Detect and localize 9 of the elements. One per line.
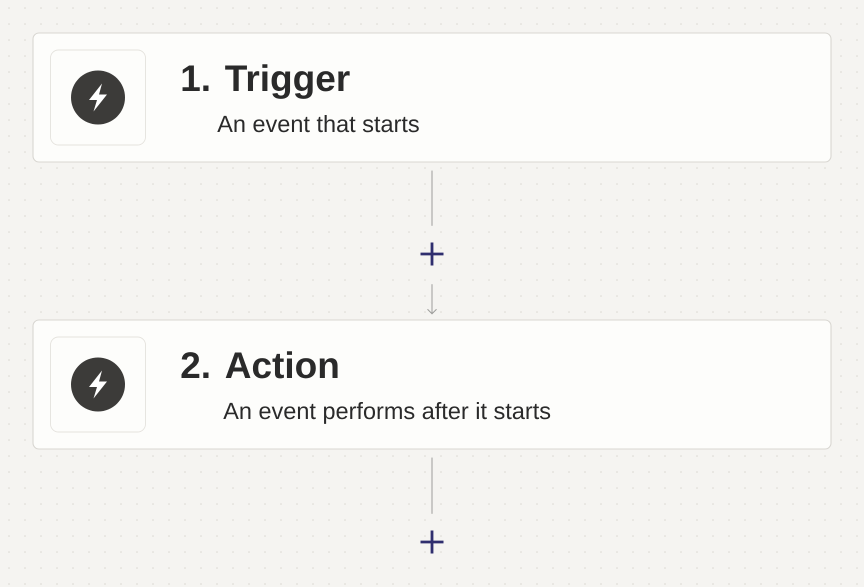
plus-icon xyxy=(420,242,444,266)
step-title: 2. Action xyxy=(182,351,338,378)
connector-line xyxy=(427,284,437,314)
step-description: An event that starts xyxy=(217,115,419,132)
step-description: An event performs after it starts xyxy=(223,402,550,424)
step-title: 1. Trigger xyxy=(182,64,350,99)
step-card xyxy=(32,319,832,450)
plus-icon xyxy=(420,530,444,554)
step-card xyxy=(32,32,832,163)
